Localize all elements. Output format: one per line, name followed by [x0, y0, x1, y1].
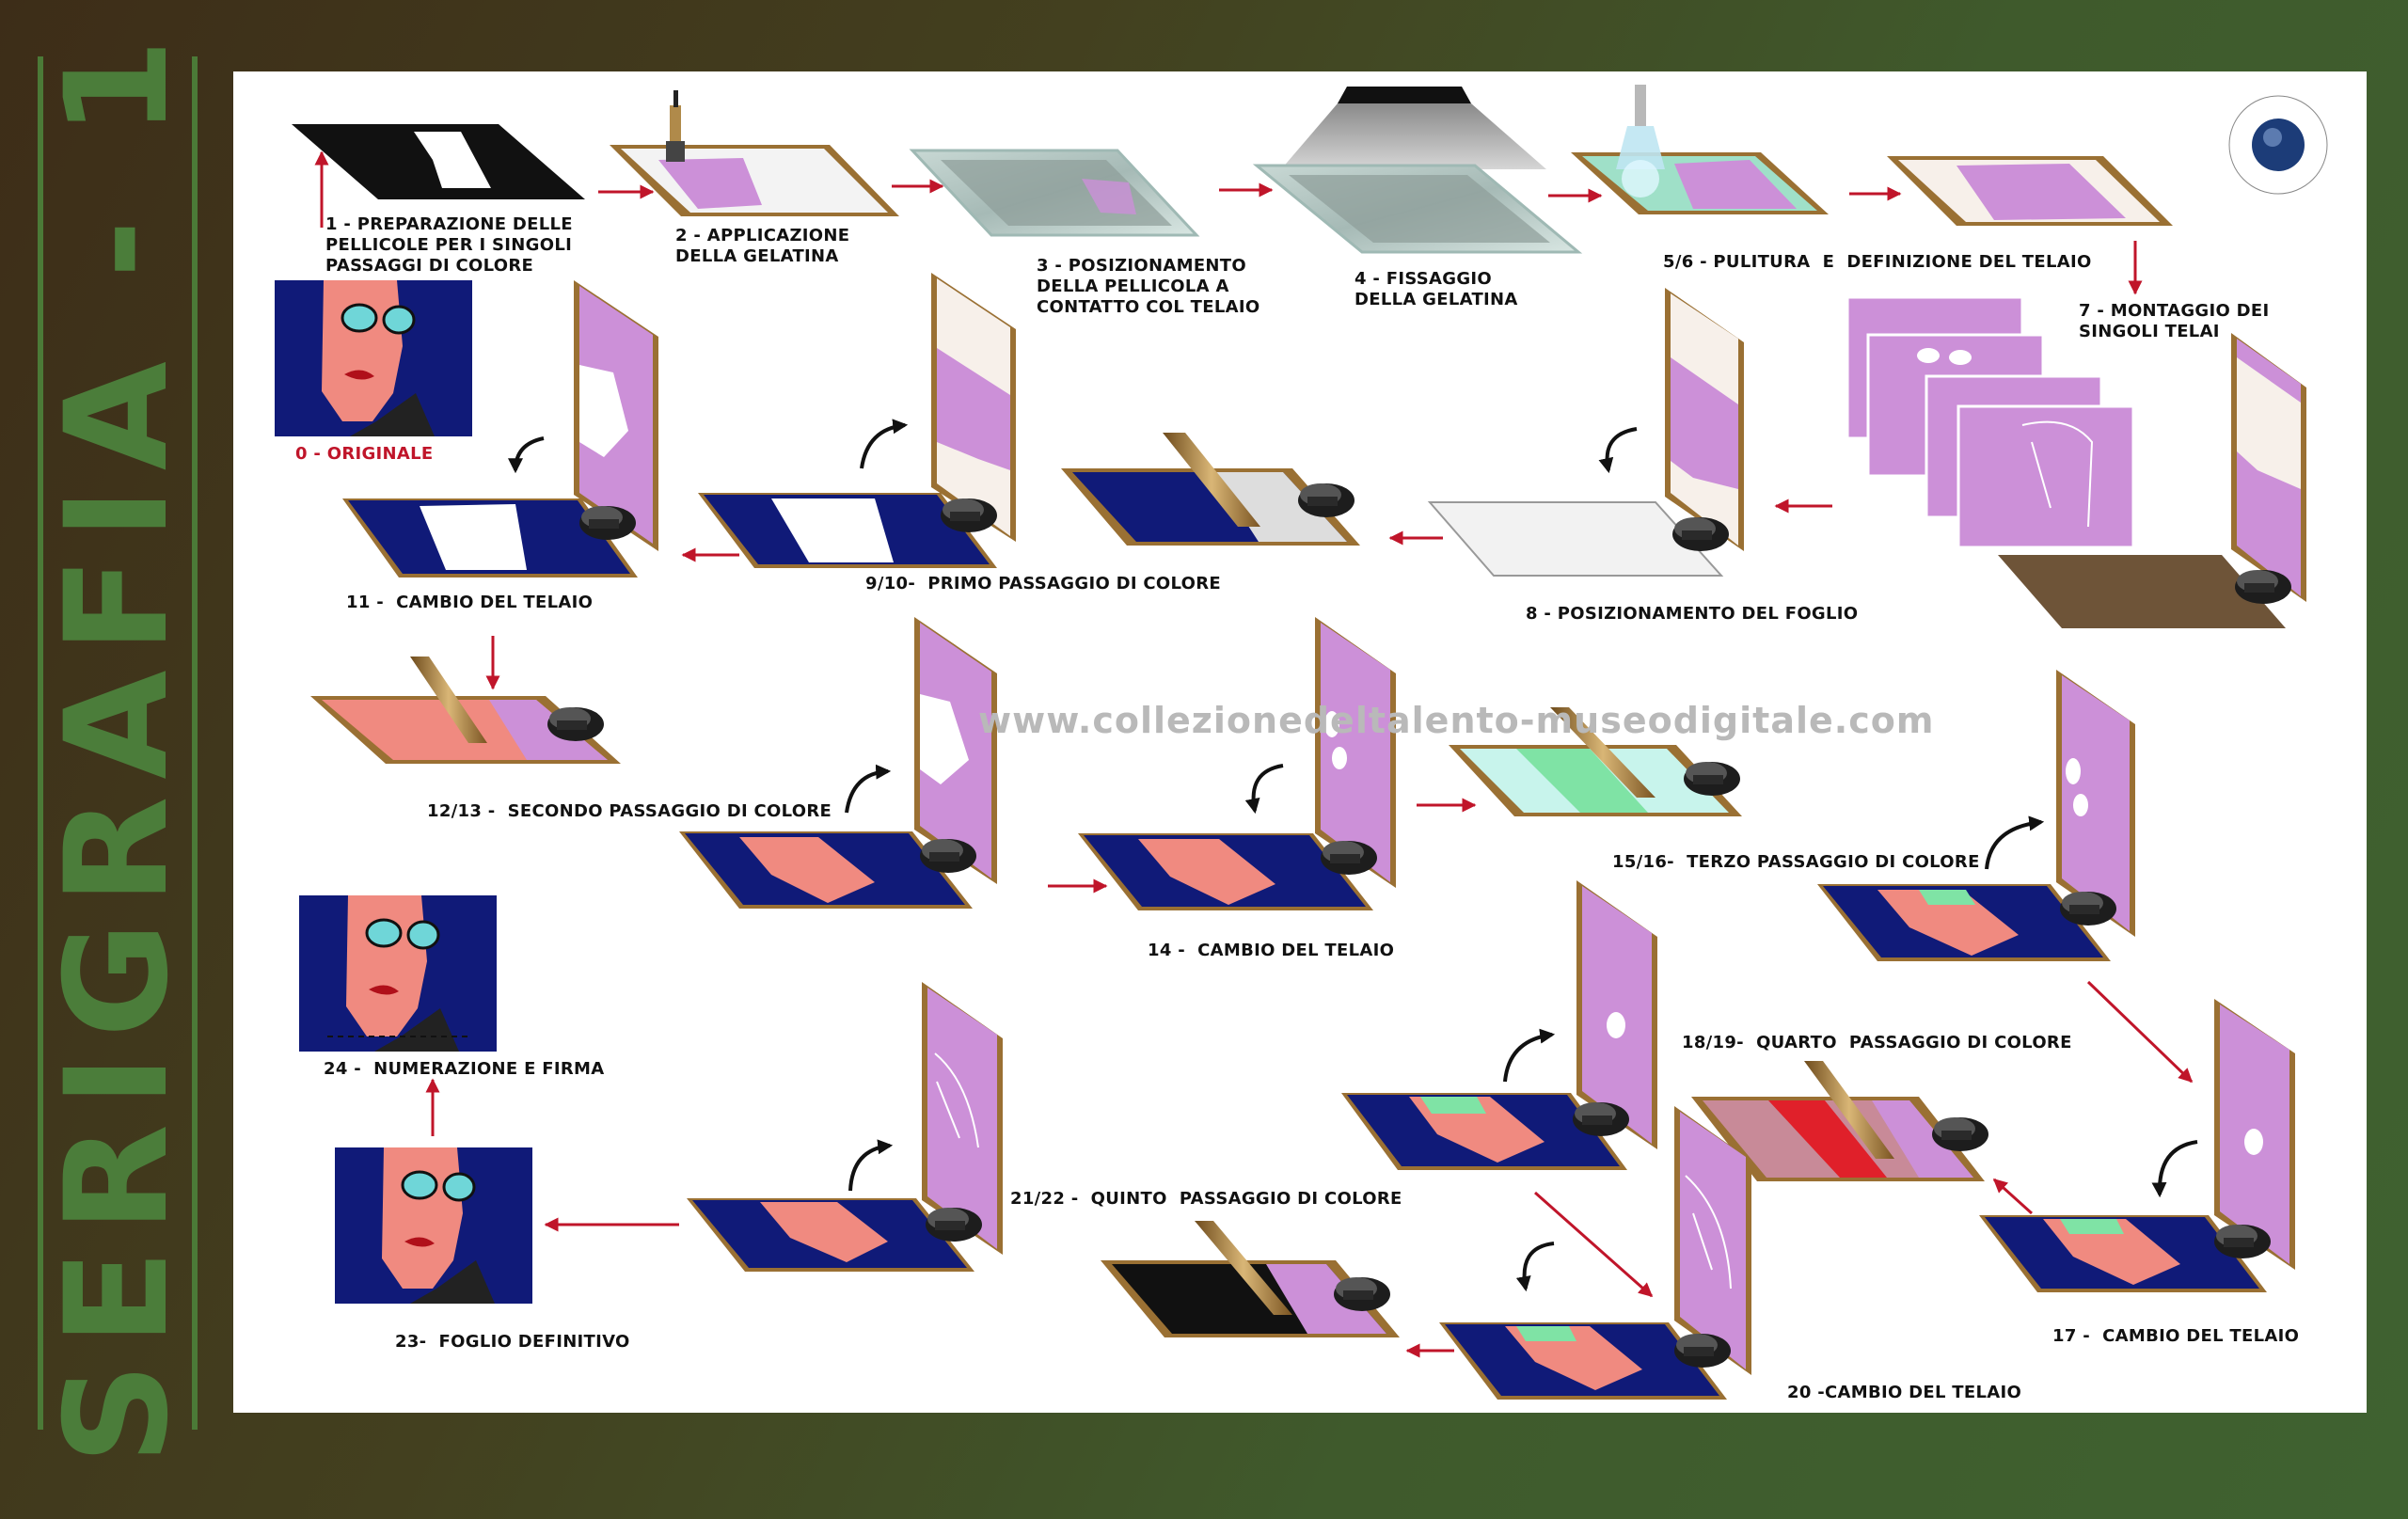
watermark: www.collezionedeltalento-museodigitale.c…	[978, 700, 1935, 741]
step1516-squeegee	[1449, 707, 1742, 816]
step2-gelatin	[610, 90, 899, 216]
label-step2122: 21/22 - QUINTO PASSAGGIO DI COLORE	[1010, 1189, 1402, 1209]
label-step1516: 15/16- TERZO PASSAGGIO DI COLORE	[1612, 852, 1980, 872]
label-step4: 4 - FISSAGGIO DELLA GELATINA	[1354, 269, 1518, 309]
step1819-frame	[1341, 880, 1657, 1170]
step2122-frame	[687, 982, 1003, 1272]
step17-frame	[1979, 999, 2295, 1292]
step910-squeegee	[1061, 433, 1360, 546]
label-step56: 5/6 - PULITURA E DEFINIZIONE DEL TELAIO	[1663, 252, 2092, 272]
label-step24: 24 - NUMERAZIONE E FIRMA	[324, 1059, 605, 1079]
step4-fixing	[1252, 87, 1583, 254]
label-step1819: 18/19- QUARTO PASSAGGIO DI COLORE	[1682, 1033, 2072, 1052]
label-step23: 23- FOGLIO DEFINITIVO	[395, 1332, 630, 1352]
left-rule	[38, 56, 43, 1430]
original-image	[273, 278, 474, 438]
step20-frame	[1439, 1106, 1751, 1400]
step1-film	[292, 124, 585, 228]
process-diagram	[273, 85, 2328, 1400]
vertical-title: SERIGRAFIA - 1	[36, 22, 199, 1464]
label-step11: 11 - CAMBIO DEL TELAIO	[346, 593, 594, 612]
collection-seal	[2228, 95, 2328, 195]
label-step8: 8 - POSIZIONAMENTO DEL FOGLIO	[1526, 604, 1859, 624]
step1819-squeegee	[1691, 1061, 1988, 1181]
label-step2: 2 - APPLICAZIONE DELLA GELATINA	[675, 226, 850, 266]
label-step910: 9/10- PRIMO PASSAGGIO DI COLORE	[865, 574, 1222, 593]
step8-sheet	[1427, 288, 1744, 577]
step910-frame	[698, 273, 1016, 568]
sidebar-title: SERIGRAFIA - 1	[36, 22, 199, 1464]
step6-frame	[1887, 156, 2173, 295]
step1516-frame	[1817, 670, 2135, 961]
step24-signed	[297, 894, 499, 1053]
step3-contact	[909, 149, 1200, 237]
label-step1: 1 - PREPARAZIONE DELLE PELLICOLE PER I S…	[325, 214, 573, 276]
step14-frame	[1078, 617, 1396, 910]
label-step3: 3 - POSIZIONAMENTO DELLA PELLICOLA A CON…	[1037, 256, 1260, 317]
step1213-frame	[679, 617, 997, 909]
step56-cleaning	[1571, 85, 1829, 214]
step11-frame	[342, 280, 658, 578]
label-step20: 20 -CAMBIO DEL TELAIO	[1787, 1383, 2022, 1402]
label-step7: 7 - MONTAGGIO DEI SINGOLI TELAI	[2079, 301, 2270, 341]
right-rule	[192, 56, 198, 1430]
diagram-panel: 1 - PREPARAZIONE DELLE PELLICOLE PER I S…	[233, 71, 2367, 1413]
label-step0: 0 - ORIGINALE	[295, 444, 434, 464]
arrow-16-17	[2086, 980, 2194, 1084]
step23-final	[333, 1146, 534, 1305]
label-step1213: 12/13 - SECONDO PASSAGGIO DI COLORE	[427, 801, 832, 821]
step1213-squeegee	[310, 636, 621, 764]
arrow-17-18	[1992, 1178, 2034, 1215]
label-step14: 14 - CAMBIO DEL TELAIO	[1148, 941, 1395, 960]
arrow-19-20	[1534, 1191, 1654, 1298]
label-step17: 17 - CAMBIO DEL TELAIO	[2052, 1326, 2300, 1346]
step2122-squeegee	[1101, 1221, 1400, 1337]
step7-frames-stack	[1846, 295, 2306, 628]
